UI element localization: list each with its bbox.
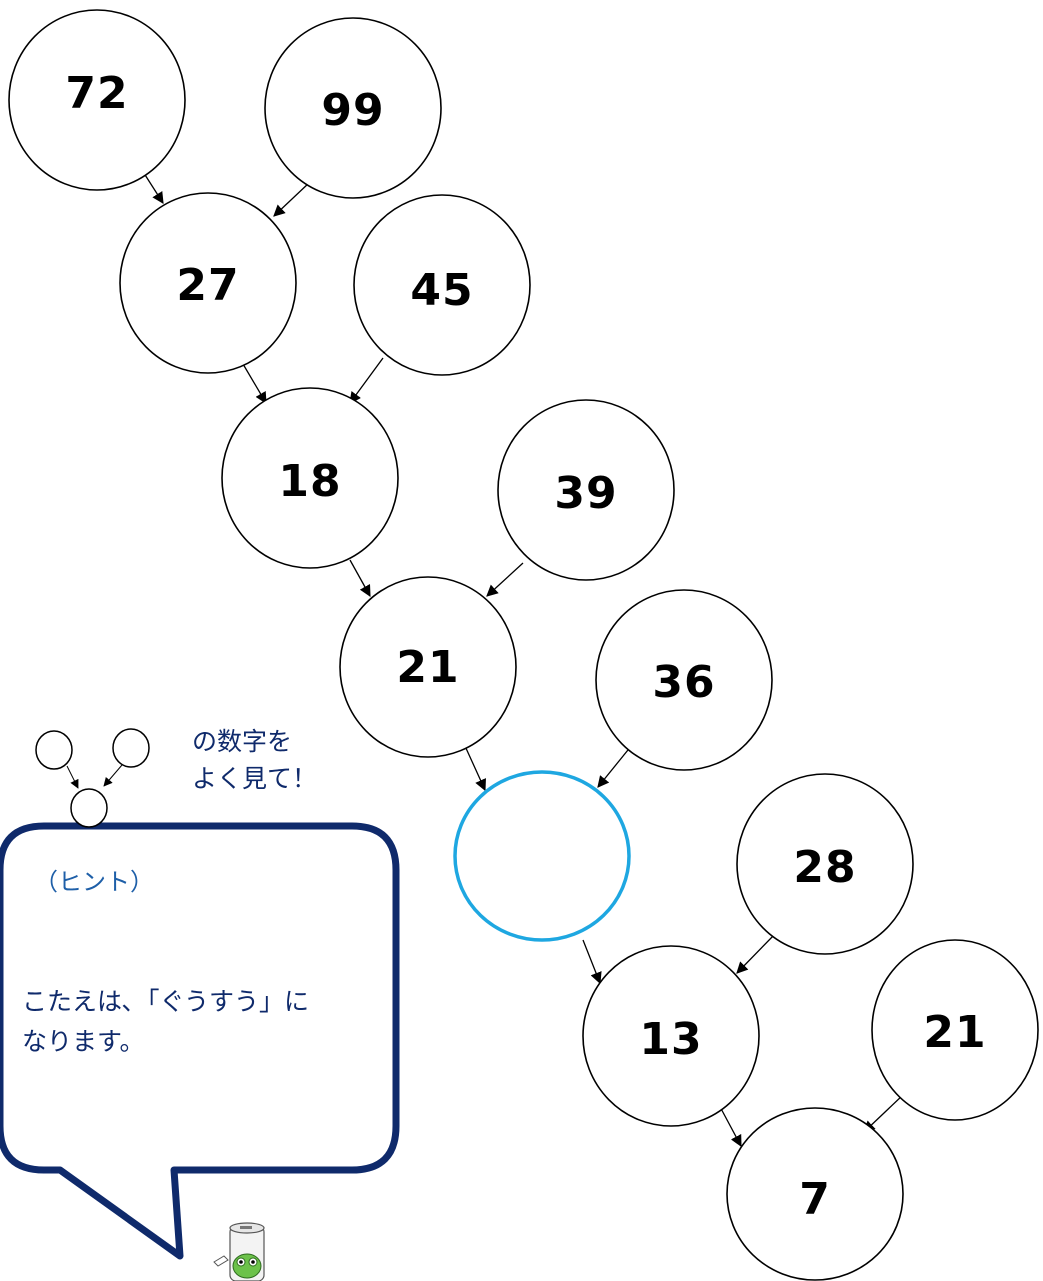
hint-bubble: （ヒント）: [0, 727, 400, 1260]
node-label: 18: [278, 456, 341, 507]
mini-tree-diagram: [35, 728, 150, 828]
answer-node-blank[interactable]: [453, 770, 631, 942]
hint-title: （ヒント）: [34, 868, 154, 896]
node-label: 45: [410, 265, 473, 316]
edge-21-blank: [464, 745, 486, 792]
edge-99-27: [273, 181, 311, 217]
node-28: 28: [736, 773, 914, 955]
node-18: 18: [221, 387, 399, 569]
hint-line-2: よく見て！: [192, 764, 317, 793]
edge-21-7: [863, 1093, 905, 1133]
edge-blank-13: [582, 939, 602, 985]
node-label: 21: [396, 642, 459, 693]
node-label: 27: [176, 260, 239, 311]
node-label: 99: [321, 85, 384, 136]
node-36: 36: [595, 589, 773, 771]
node-label: 7: [799, 1174, 831, 1225]
node-21-upper: 21: [339, 576, 517, 758]
edge-39-21: [486, 562, 524, 597]
hint-line-1: の数字を: [192, 727, 292, 756]
node-39: 39: [497, 399, 675, 581]
node-99: 99: [264, 17, 442, 199]
hint-line-3: こたえは､「ぐうすう」に: [22, 987, 309, 1016]
edge-45-18: [349, 357, 384, 404]
node-21-lower: 21: [871, 939, 1039, 1121]
node-label: 36: [652, 657, 715, 708]
node-13: 13: [582, 945, 760, 1127]
edge-28-13: [736, 933, 776, 974]
node-label: 13: [639, 1014, 702, 1065]
node-72: 72: [8, 9, 186, 191]
edge-36-blank: [597, 744, 633, 788]
node-7: 7: [726, 1107, 904, 1281]
node-label: 39: [554, 468, 617, 519]
node-27: 27: [119, 192, 297, 374]
node-label: 21: [923, 1007, 986, 1058]
edge-18-21: [349, 559, 371, 598]
hint-line-4: なります。: [22, 1027, 145, 1056]
edge-27-18: [242, 363, 267, 405]
node-label: 72: [65, 68, 128, 119]
frog-can-mascot-icon: [213, 1222, 265, 1281]
node-label: 28: [793, 842, 856, 893]
node-45: 45: [353, 194, 531, 376]
